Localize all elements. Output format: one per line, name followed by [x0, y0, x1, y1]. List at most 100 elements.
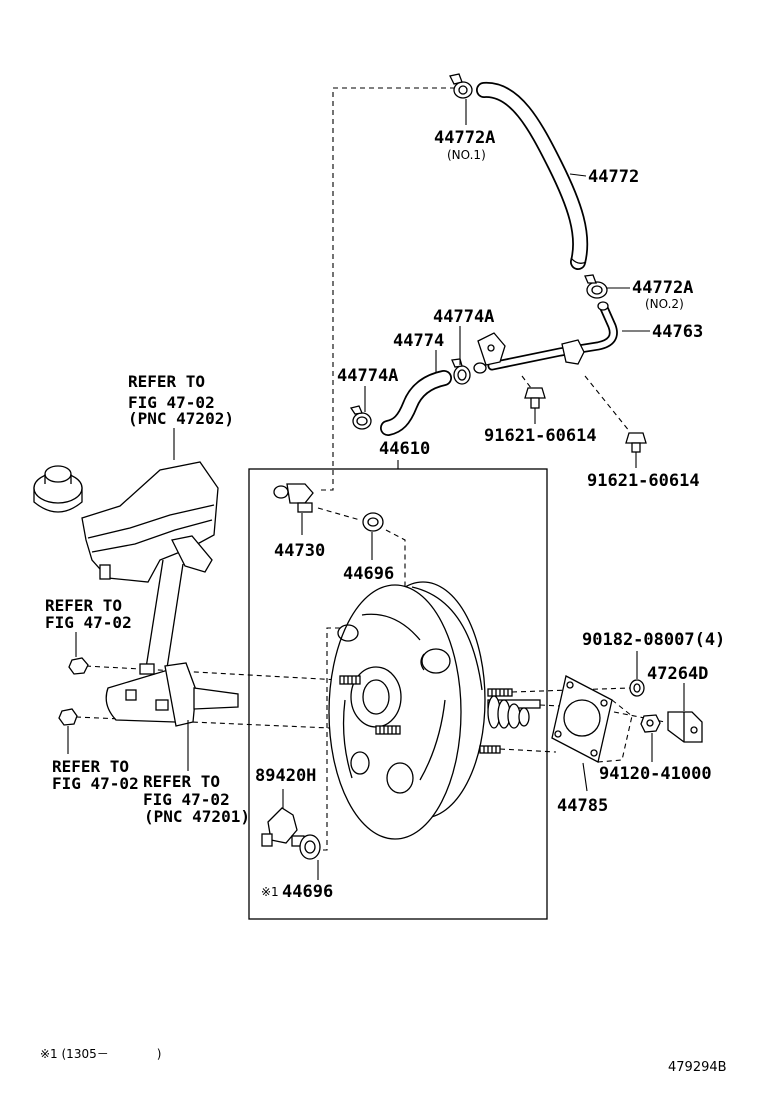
grommet-lower-outer: [299, 834, 321, 860]
vacuum-pipe-flare: [597, 301, 609, 311]
hose-clamp-no2: [584, 274, 608, 299]
reservoir-neck-right: [166, 563, 184, 669]
bolt-upper: [524, 387, 546, 409]
reservoir-neck-left: [145, 559, 164, 669]
check-valve-nipple: [273, 485, 289, 499]
hose-clamp-upper-ring: [453, 365, 471, 385]
hose-clamp-upper: [451, 358, 471, 385]
check-valve-thread: [297, 502, 313, 513]
label-check-valve: 44730: [274, 541, 325, 561]
vacuum-pipe-fill: [489, 305, 617, 369]
label-hose-clamp-lower: 44774A: [337, 366, 398, 386]
reservoir-seam: [87, 504, 215, 539]
leader-lines: [67, 99, 685, 880]
vacuum-pipe-outline: [487, 303, 618, 371]
label-hose-clamp-no1: 44772A: [434, 128, 495, 148]
reference-bottom-line-2: FIG 47-02: [143, 790, 230, 809]
grommet-lower: [299, 834, 321, 860]
hose-clamp-lower-ears: [349, 405, 363, 415]
illustration-id: 479294B: [668, 1060, 727, 1075]
clevis-nut-hex: [640, 714, 661, 733]
reference-notes: REFER TO FIG 47-02 (PNC 47202) REFER TO …: [45, 372, 250, 826]
hose-clamp-no2-inner: [591, 285, 603, 295]
booster-hole-bottom: [386, 762, 414, 794]
label-grommet-lower: 44696: [282, 882, 333, 902]
dashed-line-rear-stud-lower: [499, 748, 557, 753]
grommet-upper: [362, 512, 384, 532]
booster-nut-outer: [629, 679, 645, 697]
master-cylinder: [105, 662, 239, 727]
reservoir-cap-top-side: [44, 474, 72, 484]
vacuum-pipe: [473, 301, 618, 374]
bolt-upper-shank: [530, 397, 540, 409]
vacuum-hose-main-fill: [477, 83, 587, 269]
bolt-lower-shank: [631, 442, 641, 453]
label-vacuum-hose-main: 44772: [588, 167, 639, 187]
vacuum-pipe-bracket-left-hole: [487, 344, 495, 352]
grommet-upper-inner: [367, 517, 379, 527]
vacuum-hose-main-end-ring: [570, 257, 587, 264]
bolt-lower: [625, 432, 647, 453]
gasket-hole-4: [554, 730, 562, 738]
booster-boot-ring-4: [518, 707, 530, 727]
clevis-body: [667, 711, 703, 743]
booster-rear-stud-lower-thread: [483, 746, 497, 753]
vacuum-hose-short: [380, 370, 452, 436]
sensor-connector: [261, 833, 273, 847]
gasket-hole-1: [566, 681, 574, 689]
check-valve-body: [286, 483, 314, 504]
label-hose-clamp-no1-note: (NO.1): [447, 148, 486, 162]
bolt-lower-head: [625, 432, 647, 444]
vacuum-pipe-fitting: [473, 362, 487, 374]
label-vacuum-pipe: 44763: [652, 322, 703, 342]
hose-clamp-no1: [449, 73, 473, 99]
label-hose-clamp-no2: 44772A: [632, 278, 693, 298]
reference-top-line-2: FIG 47-02: [128, 393, 215, 412]
vacuum-pipe-bracket-left: [477, 332, 506, 366]
reservoir-seam-lower: [91, 519, 213, 553]
reservoir-connector: [171, 535, 213, 573]
master-cylinder-port-2: [125, 689, 137, 701]
vacuum-hose-short-fill: [381, 371, 451, 435]
booster-front-stud-lower-thread: [379, 726, 397, 734]
cylinder-nut-upper: [68, 657, 89, 675]
booster-rib-left: [342, 699, 353, 779]
label-sensor: 89420H: [255, 766, 316, 786]
dashed-line-cylinder-stud-upper: [85, 665, 341, 681]
label-bolt-lower: 91621-60614: [587, 471, 700, 491]
hose-clamp-no1-ring: [453, 81, 473, 99]
booster-hole-right-notch: [420, 653, 425, 671]
label-clevis-nut: 94120-41000: [599, 764, 712, 784]
hose-clamp-lower-ring: [352, 412, 372, 430]
leader-gasket: [582, 762, 588, 792]
hose-clamp-lower: [349, 405, 372, 430]
vacuum-pipe-bracket-right: [561, 339, 585, 365]
dashed-line-sensor-side: [320, 627, 340, 851]
gasket-plate: [551, 675, 613, 763]
gasket-hole-2: [600, 699, 608, 707]
cylinder-nut-lower: [58, 708, 78, 726]
booster-front-stud-upper-thread: [343, 676, 357, 684]
dashed-line-hose-to-valve: [318, 87, 455, 491]
reference-top-line-3: (PNC 47202): [128, 409, 234, 428]
reference-left-line-1: REFER TO: [45, 596, 122, 615]
label-grommet-lower-marker: ※1: [261, 885, 279, 899]
hose-clamp-no2-ring: [586, 281, 608, 299]
dashed-line-gasket-side: [597, 699, 633, 763]
master-cylinder-bore: [193, 687, 239, 710]
booster-rim-line: [411, 586, 483, 691]
booster-hub-inner: [362, 679, 390, 715]
reference-bottom-left-line-1: REFER TO: [52, 757, 129, 776]
booster-hole-top: [337, 624, 359, 642]
brake-fluid-reservoir: [33, 461, 219, 669]
reservoir-foot: [99, 564, 111, 580]
sensor: [261, 807, 305, 847]
gasket: [551, 675, 613, 763]
hose-clamp-no2-ears: [584, 274, 597, 284]
booster-boot-ring-3: [507, 703, 521, 729]
dashed-connection-lines: [75, 87, 666, 851]
dashed-line-pipe-to-bolt: [584, 375, 631, 433]
label-gasket: 44785: [557, 796, 608, 816]
booster-rib-upper: [361, 613, 421, 641]
